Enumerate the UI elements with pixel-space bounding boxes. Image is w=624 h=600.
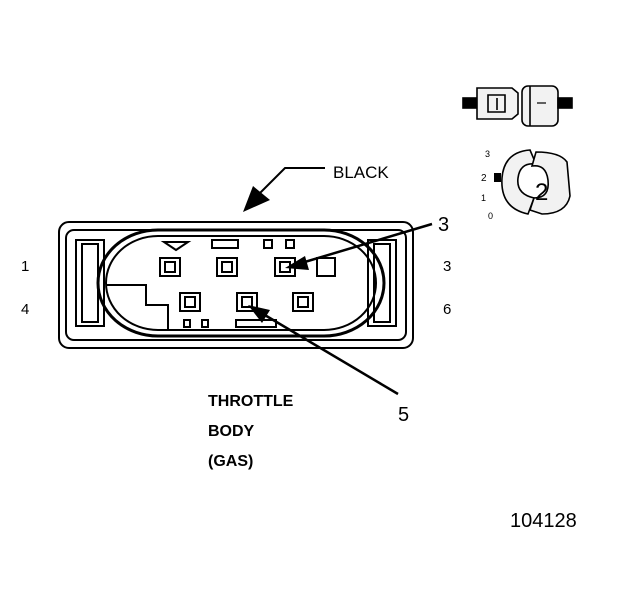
- keying-step: [106, 284, 169, 330]
- cavity-1: [159, 257, 181, 277]
- row-label-right-top: 3: [443, 258, 451, 275]
- lock-position-1: 1: [481, 193, 486, 203]
- cavity-extra: [316, 257, 336, 277]
- pin-5-arrowhead: [248, 305, 270, 323]
- caption-line-3: (GAS): [208, 453, 253, 470]
- color-label: BLACK: [333, 163, 389, 182]
- lock-selected-position: 2: [535, 179, 548, 206]
- lock-position-2: 2: [481, 173, 487, 184]
- cavity-2: [216, 257, 238, 277]
- caption-line-1: THROTTLE: [208, 393, 294, 410]
- cavity-4: [179, 292, 201, 312]
- pin-3-arrowhead: [285, 256, 309, 270]
- black-arrowhead: [243, 186, 270, 212]
- cavity-5: [236, 292, 258, 312]
- figure-id: 104128: [510, 510, 577, 532]
- terminal-cavities: [159, 257, 336, 328]
- position-lock-icon: [494, 149, 571, 215]
- pin-5-callout: 5: [398, 404, 409, 426]
- pin-5-leader: [257, 309, 399, 396]
- pin-3-callout: 3: [438, 214, 449, 236]
- connector-housing: [58, 221, 414, 349]
- row-label-left-top: 1: [21, 258, 29, 275]
- row-label-left-bottom: 4: [21, 301, 29, 318]
- cavity-6: [292, 292, 314, 312]
- top-key-slots: [160, 239, 295, 252]
- lock-position-3: 3: [485, 149, 490, 159]
- row-label-right-bottom: 6: [443, 301, 451, 318]
- pin-3-leader: [297, 222, 433, 266]
- caption-line-2: BODY: [208, 423, 255, 440]
- lock-position-0: 0: [488, 211, 493, 221]
- black-leader: [257, 167, 325, 196]
- connector-side-icon: [462, 85, 573, 127]
